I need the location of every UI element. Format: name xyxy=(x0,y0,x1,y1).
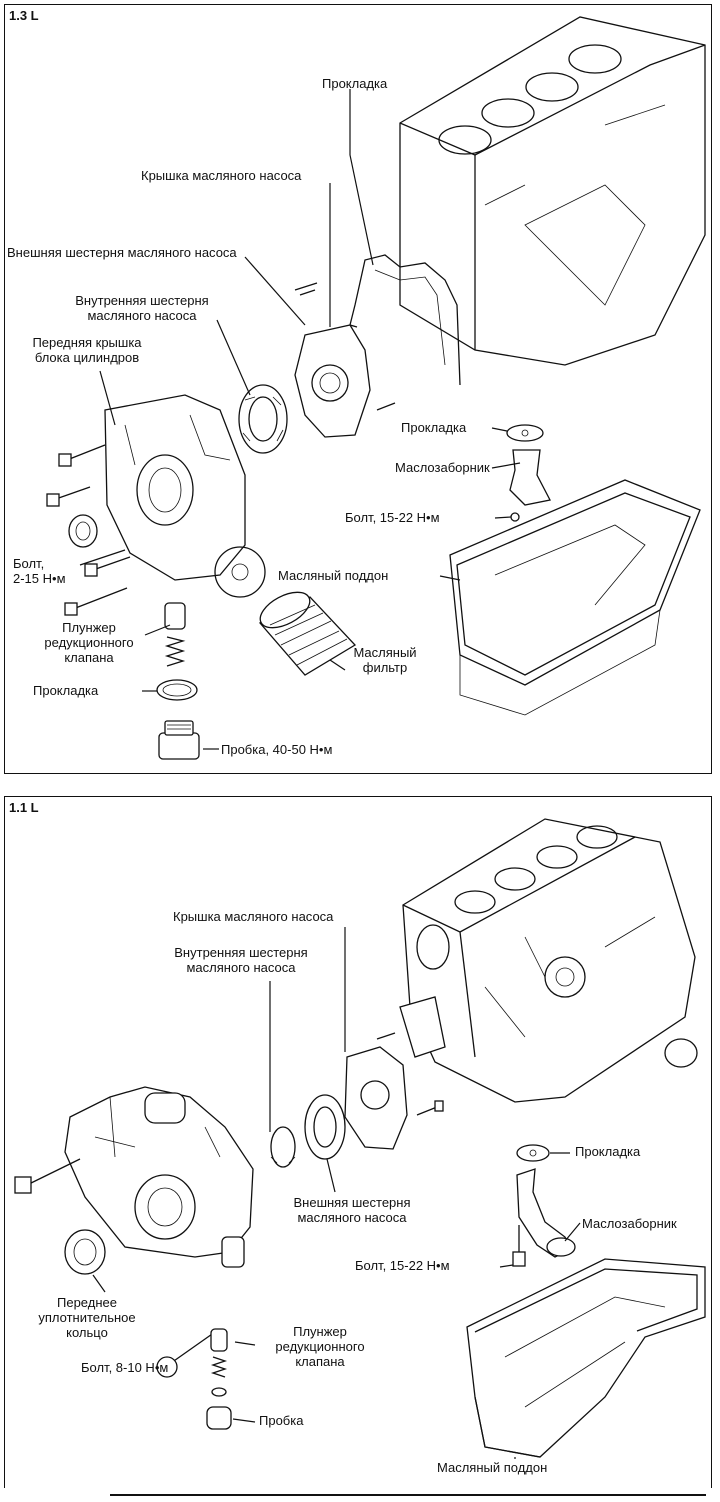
washer-shape xyxy=(156,679,198,701)
label-front-cover: Передняя крышка блока цилиндров xyxy=(32,335,142,365)
panel-title: 1.1 L xyxy=(9,800,39,815)
oil-filter-shape xyxy=(258,591,357,676)
label-front-seal: Переднее уплотнительное кольцо xyxy=(38,1295,136,1340)
plunger-shape xyxy=(210,1328,228,1352)
label-outer-gear: Внешняя шестерня масляного насоса xyxy=(293,1195,411,1225)
gasket-shape xyxy=(516,1144,550,1162)
panel-title: 1.3 L xyxy=(9,8,39,23)
front-cover-shape xyxy=(64,1086,254,1268)
label-pump-cover: Крышка масляного насоса xyxy=(141,168,302,183)
label-bolt-8-10: Болт, 8-10 Н•м xyxy=(81,1360,169,1375)
oil-pickup-shape xyxy=(509,449,551,506)
label-plug: Пробка xyxy=(259,1413,304,1428)
cylinder-block xyxy=(399,818,698,1103)
label-oil-pan: Масляный поддон xyxy=(278,568,389,583)
plug-shape xyxy=(158,720,200,760)
label-gasket-low: Прокладка xyxy=(33,683,99,698)
label-gasket: Прокладка xyxy=(575,1144,641,1159)
label-bolt-pickup: Болт, 15-22 Н•м xyxy=(355,1258,450,1273)
label-plug: Пробка, 40-50 Н•м xyxy=(221,742,333,757)
pump-cover-shape xyxy=(344,1046,408,1150)
leader-lines-1 xyxy=(79,89,521,750)
spring-shape xyxy=(164,636,186,667)
spring-shape xyxy=(210,1356,228,1378)
panel-1-1l: 1.1 L xyxy=(4,796,712,1488)
label-oil-pan: Масляный поддон xyxy=(437,1460,548,1475)
label-oil-pickup: Маслозаборник xyxy=(395,460,490,475)
label-bolt-left: Болт, 2-15 Н•м xyxy=(13,556,66,586)
cylinder-block xyxy=(399,16,706,366)
pump-cover-shape xyxy=(294,324,371,438)
label-outer-gear: Внешняя шестерня масляного насоса xyxy=(7,245,237,260)
inner-gear-shape xyxy=(270,1126,296,1168)
plug-shape xyxy=(206,1406,232,1430)
label-bolt-pickup: Болт, 15-22 Н•м xyxy=(345,510,440,525)
label-oil-pickup: Маслозаборник xyxy=(582,1216,677,1231)
exploded-view-1-1l xyxy=(14,818,706,1459)
oil-pan-shape xyxy=(449,479,701,716)
gasket-mid-shape xyxy=(506,424,544,442)
outer-gear-shape xyxy=(304,1094,346,1160)
bolts-left xyxy=(46,444,131,616)
label-gasket-mid: Прокладка xyxy=(401,420,467,435)
label-pump-cover: Крышка масляного насоса xyxy=(173,909,334,924)
label-gasket-top: Прокладка xyxy=(322,76,388,91)
label-oil-filter: Масляный фильтр xyxy=(353,645,417,675)
outer-gear-shape xyxy=(238,384,288,454)
panel-1-3l: 1.3 L xyxy=(4,4,712,774)
front-cover-shape xyxy=(104,394,266,598)
bottom-rule xyxy=(110,1494,706,1496)
exploded-view-1-3l xyxy=(46,16,706,760)
label-inner-gear: Внутренняя шестерня масляного насоса xyxy=(75,293,209,323)
front-seal-shape xyxy=(64,1229,106,1275)
seal-shape xyxy=(68,514,98,548)
leader-lines-2 xyxy=(92,927,581,1459)
plunger-shape xyxy=(164,602,186,630)
oil-pan-shape xyxy=(466,1258,706,1458)
label-plunger: Плунжер редукционного клапана xyxy=(275,1324,365,1369)
label-plunger: Плунжер редукционного клапана xyxy=(44,620,134,665)
label-inner-gear: Внутренняя шестерня масляного насоса xyxy=(174,945,308,975)
